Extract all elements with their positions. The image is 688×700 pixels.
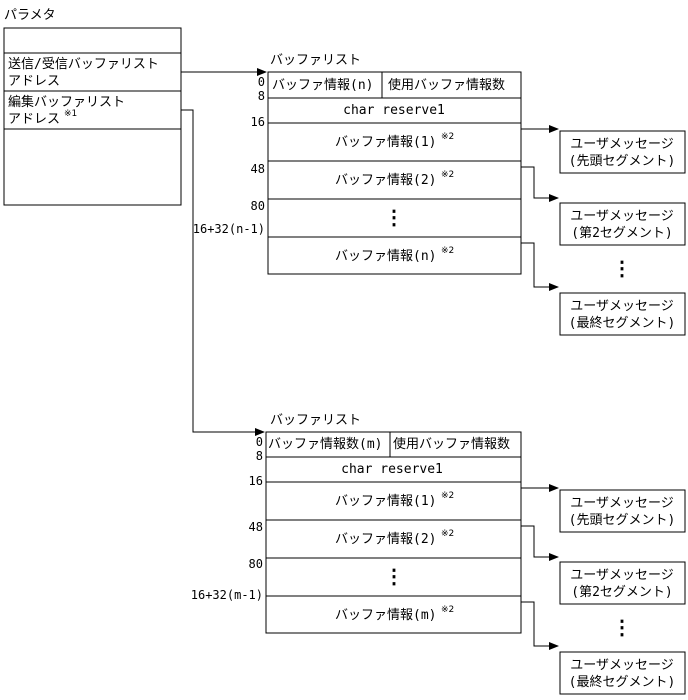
list2-message-dots: ⋮ [612, 615, 632, 639]
list1-offset-n: 16+32(n-1) [193, 222, 265, 236]
list2-offset-80: 80 [249, 557, 263, 571]
list1-message-box-2 [559, 202, 686, 246]
list1-row-n-note: ※2 [441, 246, 454, 256]
list1-offset-16: 16 [251, 115, 265, 129]
list2-message-box-1 [559, 489, 686, 533]
list2-table [265, 431, 522, 634]
list2-header-right: 使用バッファ情報数 [393, 436, 510, 452]
list2-reserve: char reserve1 [341, 462, 443, 477]
list1-title: バッファリスト [270, 53, 361, 68]
list2-message-2-line1: ユーザメッセージ [570, 568, 673, 583]
list1-reserve: char reserve1 [343, 103, 445, 118]
list1-offset-80: 80 [251, 199, 265, 213]
list1-arrow-n [521, 242, 559, 291]
list1-message-box-1 [559, 130, 686, 174]
list2-message-3-line1: ユーザメッセージ [570, 658, 673, 673]
params-row2-line2: アドレス [8, 112, 60, 127]
list1-row-dots: ⋮ [384, 205, 404, 229]
list1-message-3-line1: ユーザメッセージ [570, 299, 673, 314]
list2-offset-m: 16+32(m-1) [191, 588, 263, 602]
list1-row-n: バッファ情報(n) [335, 249, 436, 264]
list2-offset-0: 0 [256, 435, 263, 449]
params-row1-line2: アドレス [8, 74, 60, 89]
list1-arrow-2 [521, 166, 559, 202]
arrow-to-list2 [181, 109, 265, 436]
list1-message-box-3 [559, 292, 686, 336]
list2-message-3-line2: (最終セグメント) [569, 674, 676, 690]
list2-message-1-line1: ユーザメッセージ [570, 496, 673, 511]
list2-message-2-line2: (第2セグメント) [571, 585, 672, 600]
list2-message-box-3 [559, 651, 686, 695]
list2-arrow-m [521, 601, 559, 650]
params-row2-note: ※1 [64, 109, 77, 119]
params-box [3, 27, 182, 206]
list2-offset-8: 8 [256, 449, 263, 463]
list2-row-m-note: ※2 [441, 605, 454, 615]
list2-row-2: バッファ情報(2) [335, 532, 436, 547]
list1-offset-0: 0 [258, 75, 265, 89]
list1-row-1: バッファ情報(1) [335, 135, 436, 150]
list2-row-1: バッファ情報(1) [335, 494, 436, 509]
list1-table [267, 71, 522, 275]
list1-offset-48: 48 [251, 162, 265, 176]
list2-offset-48: 48 [249, 520, 263, 534]
params-title: パラメタ [4, 8, 56, 23]
list2-row-2-note: ※2 [441, 529, 454, 539]
list1-message-1-line1: ユーザメッセージ [570, 137, 673, 152]
list1-header-right: 使用バッファ情報数 [388, 77, 505, 93]
list1-message-3-line2: (最終セグメント) [569, 315, 676, 331]
params-row1-line1: 送信/受信バッファリスト [8, 57, 159, 72]
list1-header-left: バッファ情報(n) [272, 78, 373, 93]
list1-row-2: バッファ情報(2) [335, 173, 436, 188]
list2-row-m: バッファ情報(m) [335, 608, 436, 623]
params-row2-line1: 編集バッファリスト [8, 94, 125, 110]
list2-row-1-note: ※2 [441, 491, 454, 501]
list2-message-1-line2: (先頭セグメント) [569, 513, 676, 528]
list1-message-2-line2: (第2セグメント) [571, 226, 672, 241]
list1-message-1-line2: (先頭セグメント) [569, 154, 676, 169]
list2-header-left: バッファ情報数(m) [268, 437, 382, 452]
list2-arrow-2 [521, 525, 559, 561]
list2-offset-16: 16 [249, 474, 263, 488]
list1-row-2-note: ※2 [441, 170, 454, 180]
list1-row-1-note: ※2 [441, 132, 454, 142]
list1-message-2-line1: ユーザメッセージ [570, 209, 673, 224]
list2-title: バッファリスト [270, 413, 361, 428]
list2-row-dots: ⋮ [384, 564, 404, 588]
list1-message-dots: ⋮ [612, 256, 632, 280]
list1-offset-8: 8 [258, 89, 265, 103]
list2-message-box-2 [559, 561, 686, 605]
